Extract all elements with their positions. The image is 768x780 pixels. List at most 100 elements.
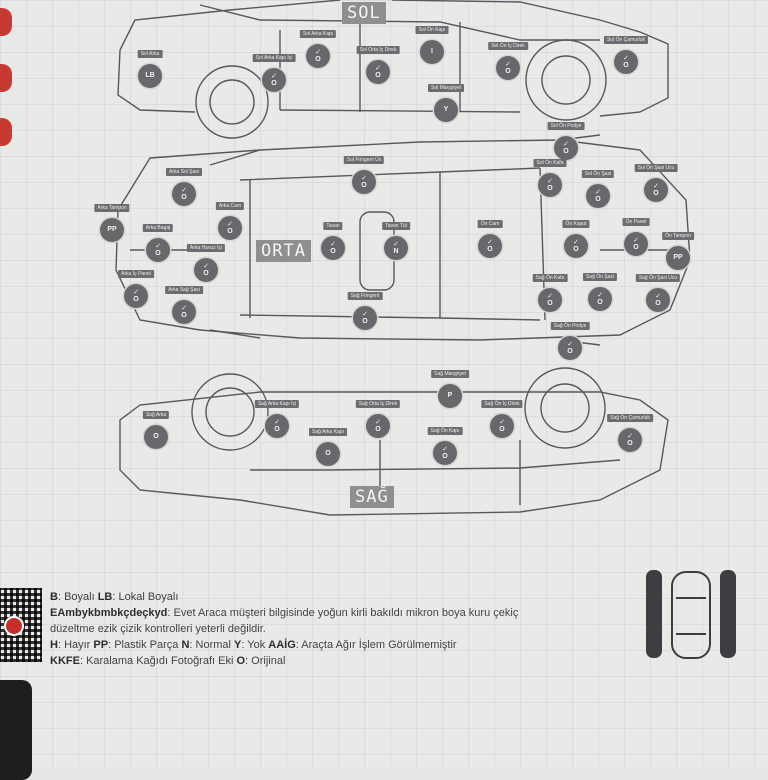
part-status-badge[interactable]: ✓O [194,258,218,282]
part-status-badge[interactable]: ✓O [124,284,148,308]
check-icon: ✓ [362,310,368,318]
part-marker[interactable]: Arka Havuz İçi✓O [186,244,226,282]
part-marker[interactable]: Sağ Ön Şasi✓O [582,273,618,311]
part-label: Sol Ön Podye [547,122,585,130]
part-marker[interactable]: Sol Ön İç Direk ✓O [488,42,528,80]
part-status-code: O [567,347,573,355]
part-marker[interactable]: Sol Ön Podye ✓O [547,122,585,160]
part-status-code: O [227,227,233,235]
part-status-code: Y [443,106,449,113]
part-marker[interactable]: Sağ Orta İç Direk ✓O [355,400,401,438]
part-status-badge[interactable]: ✓O [538,173,562,197]
part-marker[interactable]: Sol Fringent Üs ✓O [343,156,385,194]
part-status-badge[interactable]: ✓O [564,234,588,258]
part-status-badge[interactable]: ✓O [490,414,514,438]
part-marker[interactable]: Sol Ön Çamurluk✓O [603,36,649,74]
part-status-badge[interactable]: ✓O [352,170,376,194]
part-status-badge[interactable]: ✓O [321,236,345,260]
part-marker[interactable]: Sağ Ön İç Direk✓O [481,400,523,438]
part-status-badge[interactable]: ✓O [614,50,638,74]
part-marker[interactable]: Arka İç Panel✓O [118,270,154,308]
part-marker[interactable]: Arka Sol Şasi✓O [165,168,203,206]
legend-row-3: düzeltme ezik çizik kontrolleri yeterli … [50,621,610,637]
part-status-badge[interactable]: ✓O [172,300,196,324]
part-status-badge[interactable]: ✓O [496,56,520,80]
part-marker[interactable]: Ön Kaput ✓O [562,220,590,258]
part-status-badge[interactable]: ✓O [646,288,670,312]
part-label: Sağ Orta İç Direk [355,400,401,408]
part-status-badge[interactable]: ✓O [558,336,582,360]
part-status-badge[interactable]: ✓O [478,234,502,258]
part-status-code: LB [145,72,155,79]
part-marker[interactable]: Sol Arka Kapı✓O [299,30,337,68]
part-status-badge[interactable]: ✓O [265,414,289,438]
part-marker[interactable]: Ön Panel✓O [622,218,650,256]
section-label-orta: ORTA [256,240,311,262]
part-status-badge[interactable]: ✓O [366,414,390,438]
part-status-code: O [203,269,209,277]
part-status-badge[interactable]: ✓O [366,60,390,84]
part-status-badge[interactable]: O [316,442,340,466]
part-label: Ön Kaput [562,220,590,228]
part-status-code: N [393,247,399,255]
part-marker[interactable]: Sağ Ön Kafa✓O [532,274,568,312]
legend-value: : Lokal Boyalı [112,591,179,603]
part-marker[interactable]: Tavan✓O [321,222,345,260]
part-status-badge[interactable]: ✓O [588,287,612,311]
part-status-badge[interactable]: ✓O [306,44,330,68]
part-status-badge[interactable]: ✓O [353,306,377,330]
part-marker[interactable]: Ön Cam✓O [477,220,503,258]
part-marker[interactable]: Sağ Ön Podye✓O [550,322,590,360]
part-status-code: O [487,245,493,253]
part-marker[interactable]: Tavan Tül✓N [382,222,410,260]
part-status-badge[interactable]: ✓O [644,178,668,202]
part-status-badge[interactable]: ✓O [433,441,457,465]
part-marker[interactable]: Sol Arka Kapı İçi✓O [252,54,296,92]
check-icon: ✓ [271,72,277,80]
part-marker[interactable]: Sağ Ön Şasi Ucu✓O [635,274,681,312]
part-marker[interactable]: Sol Ön Şasi Ucu ✓O [634,164,678,202]
part-status-badge[interactable]: LB [138,64,162,88]
part-marker[interactable]: Arka Bagaj✓O [142,224,174,262]
part-status-badge[interactable]: ✓O [218,216,242,240]
part-status-badge[interactable]: ✓O [262,68,286,92]
part-status-badge[interactable]: I [420,40,444,64]
part-status-badge[interactable]: ✓N [384,236,408,260]
part-status-badge[interactable]: PP [100,218,124,242]
part-label: Sol Ön Kafa [533,159,567,167]
part-marker[interactable]: Sağ Ön Kapı✓O [427,427,463,465]
part-status-badge[interactable]: ✓O [624,232,648,256]
part-label: Sol Ön Şasi Ucu [634,164,678,172]
part-marker[interactable]: Sol Ön Kafa ✓O [533,159,567,197]
part-status-badge[interactable]: O [144,425,168,449]
part-status-badge[interactable]: Y [434,98,458,122]
part-status-badge[interactable]: ✓O [538,288,562,312]
part-status-badge[interactable]: PP [666,246,690,270]
part-status-badge[interactable]: P [438,384,462,408]
part-marker[interactable]: Arka Sağ Şasi✓O [165,286,203,324]
part-label: Sol Ön İç Direk [488,42,528,50]
part-status-badge[interactable]: ✓O [554,136,578,160]
part-label: Sol Fringent Üs [343,156,385,164]
car-outline-drawing [115,0,691,516]
part-status-badge[interactable]: ✓O [618,428,642,452]
check-icon: ✓ [567,340,573,348]
part-status-badge[interactable]: ✓O [172,182,196,206]
part-status-badge[interactable]: ✓O [146,238,170,262]
part-marker[interactable]: Sağ Fringent✓O [347,292,383,330]
part-marker[interactable]: Sağ Arka Kapı İçi✓O [254,400,300,438]
part-marker[interactable]: Arka Cam✓O [215,202,245,240]
part-marker[interactable]: Sol Ön Şasi✓O [581,170,615,208]
part-status-code: O [362,317,368,325]
part-marker[interactable]: Sol Orta İç Direk✓O [356,46,400,84]
part-marker[interactable]: Sağ Ön Çamurluk✓O [607,414,653,452]
part-status-badge[interactable]: ✓O [586,184,610,208]
